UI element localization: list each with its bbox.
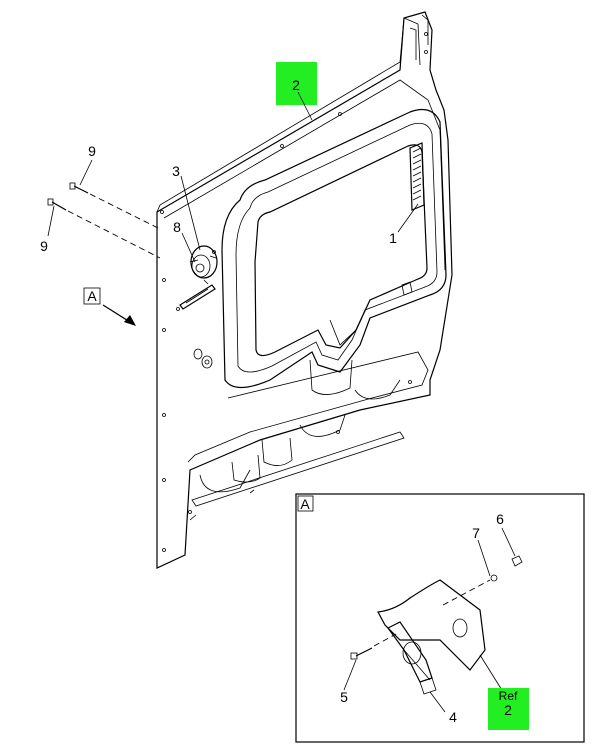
view-a-box	[83, 287, 101, 305]
callout-5: 5	[340, 689, 348, 705]
callout-9-upper: 9	[88, 143, 96, 159]
detail-view-a: A Ref 2 6 7 5 4	[295, 493, 585, 743]
door-handle-assembly	[189, 245, 218, 285]
callout-2-highlight	[276, 62, 317, 105]
callout-1: 1	[389, 230, 397, 246]
callout-8: 8	[173, 219, 181, 235]
detail-view-a-label: A	[300, 496, 310, 512]
vent-grille	[409, 142, 425, 211]
ref-label: Ref	[499, 689, 518, 703]
screw-upper	[69, 182, 159, 229]
callout-7: 7	[472, 525, 480, 541]
pull-strap	[176, 284, 216, 311]
callout-6: 6	[496, 511, 504, 527]
ref-2-highlight	[488, 688, 529, 730]
door-panel	[156, 11, 453, 569]
callout-2: 2	[292, 77, 300, 93]
view-a-label: A	[87, 288, 97, 304]
screw-lower	[47, 198, 161, 259]
ref-number: 2	[504, 702, 512, 718]
lock-knob	[193, 348, 213, 369]
callout-4: 4	[449, 709, 457, 725]
callout-9-lower: 9	[40, 238, 48, 254]
callout-3: 3	[172, 163, 180, 179]
